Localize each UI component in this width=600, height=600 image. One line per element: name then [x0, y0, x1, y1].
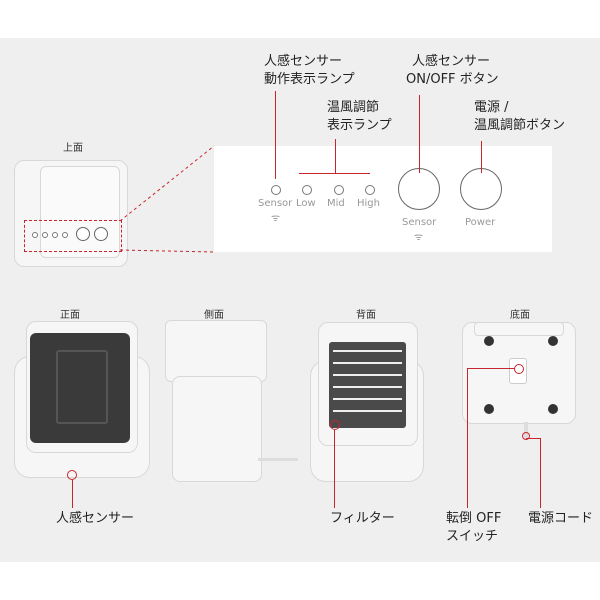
sensor-lamp-leader	[275, 91, 276, 179]
mid-lamp	[334, 185, 344, 195]
side-body	[172, 376, 262, 482]
vent-line	[333, 362, 402, 364]
sensor-lamp	[271, 185, 281, 195]
warm-lamp-leader-h	[299, 173, 370, 174]
power-button-label: Power	[465, 217, 495, 228]
power-cord-leader-h	[526, 438, 540, 439]
human-sensor-leader	[72, 480, 73, 508]
tip-switch-callout-1: 転倒 OFF	[446, 510, 501, 527]
foot-bottom-right	[548, 404, 558, 414]
back-view-label: 背面	[356, 306, 376, 321]
sensor-button-callout-2: ON/OFF ボタン	[406, 71, 499, 88]
back-filter	[329, 342, 406, 428]
low-label: Low	[296, 198, 316, 209]
wifi-icon: ᯤ	[271, 210, 280, 224]
power-button-callout-2: 温風調節ボタン	[474, 117, 565, 134]
vent-line	[333, 386, 402, 388]
sensor-button-label: Sensor	[402, 217, 436, 228]
power-button-callout-1: 電源 /	[474, 99, 509, 116]
human-sensor-callout: 人感センサー	[56, 510, 134, 527]
sensor-lamp-label: Sensor	[258, 198, 292, 209]
sensor-button	[398, 168, 440, 210]
low-lamp	[302, 185, 312, 195]
tip-switch-leader-v	[467, 368, 468, 508]
vent-line	[333, 398, 402, 400]
tip-switch-callout-2: スイッチ	[446, 528, 498, 545]
control-panel-detail: Sensor ᯤ Low Mid High Sensor ᯤ Power	[214, 146, 552, 252]
side-top	[165, 320, 267, 382]
side-view-label: 側面	[204, 306, 224, 321]
foot-top-right	[548, 336, 558, 346]
front-view-label: 正面	[60, 306, 80, 321]
filter-marker	[330, 420, 340, 430]
foot-top-left	[484, 336, 494, 346]
high-lamp	[365, 185, 375, 195]
vent-line	[333, 410, 402, 412]
human-sensor-marker	[67, 470, 77, 480]
foot-bottom-left	[484, 404, 494, 414]
mid-label: Mid	[327, 198, 345, 209]
tip-switch-leader-h	[467, 368, 515, 369]
power-button	[460, 168, 502, 210]
high-label: High	[357, 198, 380, 209]
power-cord-leader-v	[540, 438, 541, 508]
warm-lamp-callout-1: 温風調節	[327, 99, 379, 116]
side-cord	[258, 458, 298, 461]
sensor-lamp-callout-2: 動作表示ランプ	[264, 71, 355, 88]
sensor-lamp-callout-1: 人感センサー	[264, 53, 342, 70]
bottom-ridge	[474, 322, 564, 336]
wifi-icon: ᯤ	[414, 229, 423, 243]
front-heating-element	[56, 350, 108, 424]
warm-lamp-callout-2: 表示ランプ	[327, 117, 392, 134]
sensor-button-leader	[419, 95, 420, 173]
warm-lamp-leader-v	[335, 139, 336, 173]
power-cord-callout: 電源コード	[528, 510, 593, 527]
filter-callout: フィルター	[330, 510, 395, 527]
bottom-view-label: 底面	[510, 306, 530, 321]
vent-line	[333, 350, 402, 352]
sensor-button-callout-1: 人感センサー	[412, 53, 490, 70]
tip-switch-marker	[514, 364, 524, 374]
vent-line	[333, 374, 402, 376]
power-button-leader	[481, 141, 482, 173]
filter-leader	[334, 430, 335, 508]
